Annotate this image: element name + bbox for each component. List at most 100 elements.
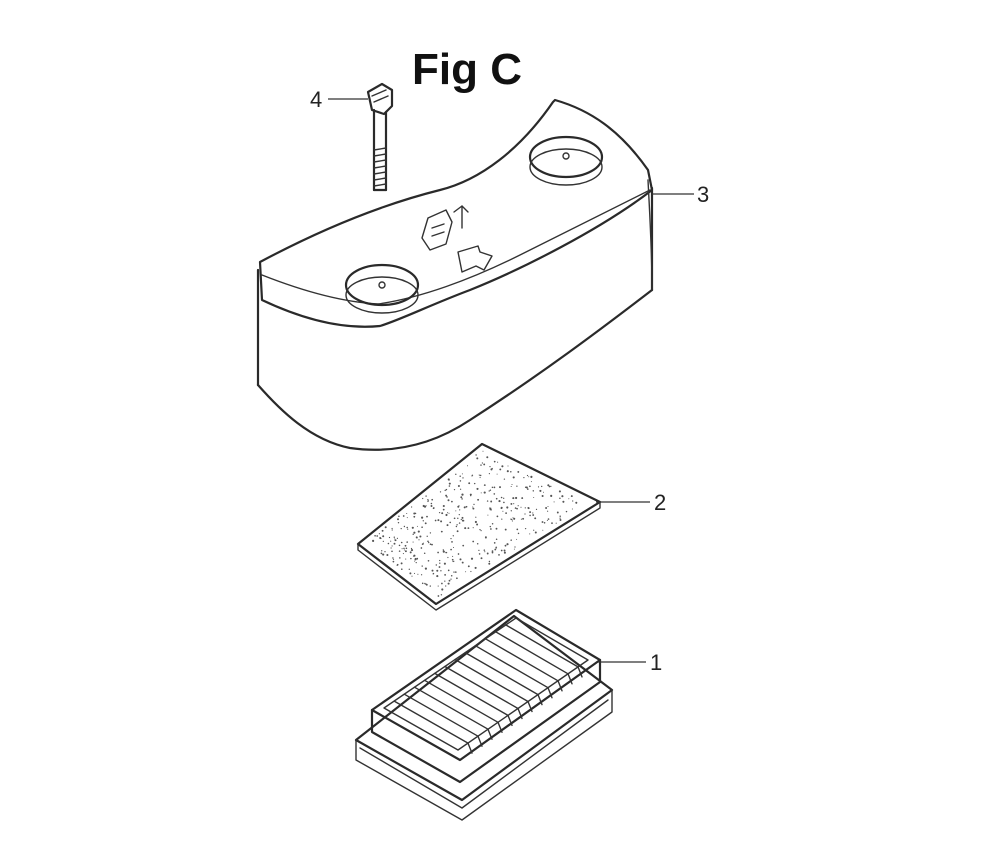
- filter-pleat: [505, 624, 583, 678]
- foam-texture-dot: [484, 551, 486, 553]
- foam-texture-dot: [523, 476, 525, 479]
- foam-texture-dot: [500, 549, 503, 552]
- foam-texture-dot: [441, 512, 444, 515]
- foam-texture-dot: [556, 511, 559, 514]
- foam-texture-dot: [445, 585, 447, 587]
- foam-texture-dot: [467, 565, 470, 568]
- foam-texture-dot: [431, 569, 434, 572]
- foam-texture-dot: [555, 522, 557, 524]
- foam-texture-dot: [559, 517, 561, 519]
- filter-pleat: [413, 686, 493, 740]
- foam-texture-dot: [504, 544, 507, 547]
- foam-texture-dot: [461, 516, 464, 519]
- foam-texture-dot: [514, 507, 517, 509]
- foam-texture-dot: [501, 465, 504, 468]
- foam-texture-dot: [561, 495, 564, 498]
- foam-texture-dot: [500, 496, 503, 499]
- foam-texture-dot: [424, 567, 427, 570]
- foam-texture-dot: [559, 497, 561, 500]
- foam-texture-dot: [414, 560, 416, 562]
- foam-texture-dot: [421, 516, 424, 519]
- foam-texture-dot: [510, 471, 512, 473]
- foam-texture-dot: [547, 510, 549, 512]
- foam-texture-dot: [411, 526, 414, 529]
- foam-texture-dot: [427, 499, 429, 501]
- foam-texture-dot: [422, 542, 424, 544]
- foam-texture-dot: [476, 523, 479, 526]
- foam-texture-dot: [469, 493, 472, 496]
- foam-texture-dot: [506, 470, 509, 473]
- foam-texture-dot: [444, 489, 446, 492]
- foam-texture-dot: [420, 547, 423, 549]
- foam-texture-dot: [376, 535, 379, 537]
- foam-texture-dot: [488, 490, 490, 492]
- foam-texture-dot: [402, 515, 405, 517]
- foam-texture-dot: [480, 557, 483, 560]
- foam-texture-dot: [391, 527, 393, 530]
- foam-texture-dot: [459, 488, 462, 490]
- callout-3: 3: [652, 182, 709, 207]
- foam-texture-dot: [442, 549, 444, 551]
- foam-texture-dot: [424, 582, 426, 585]
- foam-texture-dot: [438, 511, 441, 514]
- foam-texture-dot: [480, 530, 482, 532]
- foam-texture-dot: [495, 527, 498, 530]
- filter-pleat: [393, 700, 473, 754]
- foam-texture-dot: [491, 467, 493, 470]
- foam-texture-dot: [480, 464, 482, 466]
- foam-texture-dot: [397, 521, 400, 524]
- foam-texture-dot: [541, 494, 544, 498]
- foam-texture-dot: [447, 512, 449, 514]
- foam-texture-dot: [406, 541, 408, 543]
- foam-texture-dot: [442, 504, 445, 508]
- foam-texture-dot: [516, 507, 518, 510]
- foam-texture-dot: [486, 500, 489, 502]
- foam-texture-dot: [403, 547, 405, 550]
- foam-texture-dot: [442, 550, 445, 553]
- foam-texture-dot: [520, 506, 522, 508]
- foam-texture-dot: [448, 482, 451, 485]
- foam-texture-dot: [482, 450, 484, 452]
- foam-texture-dot: [450, 578, 452, 580]
- foam-texture-dot: [459, 509, 461, 511]
- foam-texture-dot: [441, 582, 443, 585]
- foam-texture-dot: [493, 486, 496, 489]
- filter-pleat: [454, 658, 533, 713]
- foam-texture-dot: [478, 549, 480, 552]
- figure-title: Fig C: [412, 45, 522, 94]
- foam-texture-dot: [472, 507, 475, 510]
- foam-texture-dot: [381, 529, 384, 532]
- foam-texture-dot: [450, 537, 452, 540]
- foam-texture-dot: [399, 557, 401, 559]
- foam-texture-dot: [510, 518, 512, 520]
- foam-texture-dot: [490, 528, 492, 530]
- filter-pleat: [464, 651, 543, 706]
- foam-texture-dot: [422, 520, 424, 522]
- foam-texture-dot: [436, 569, 439, 572]
- foam-texture-dot: [412, 541, 414, 543]
- foam-texture-dot: [565, 510, 568, 513]
- foam-texture-dot: [456, 524, 458, 526]
- foam-texture-dot: [489, 525, 492, 528]
- foam-texture-dot: [530, 475, 533, 478]
- foam-texture-dot: [431, 498, 434, 501]
- foam-texture-dot: [412, 555, 414, 557]
- foam-texture-dot: [384, 551, 386, 553]
- foam-texture-dot: [440, 594, 443, 596]
- foam-texture-dot: [483, 549, 486, 551]
- foam-texture-dot: [421, 565, 423, 567]
- foam-texture-dot: [487, 514, 489, 516]
- foam-texture-dot: [446, 496, 448, 498]
- foam-texture-dot: [480, 474, 482, 476]
- foam-texture-dot: [459, 558, 462, 561]
- foam-texture-dot: [471, 474, 474, 477]
- foam-texture-dot: [476, 542, 479, 545]
- foam-texture-dot: [529, 511, 532, 514]
- foam-texture-dot: [435, 564, 438, 566]
- foam-texture-dot: [392, 560, 395, 563]
- foam-texture-dot: [478, 553, 481, 555]
- foam-texture-dot: [405, 547, 408, 550]
- foam-texture-dot: [427, 540, 429, 543]
- foam-texture-dot: [413, 515, 416, 518]
